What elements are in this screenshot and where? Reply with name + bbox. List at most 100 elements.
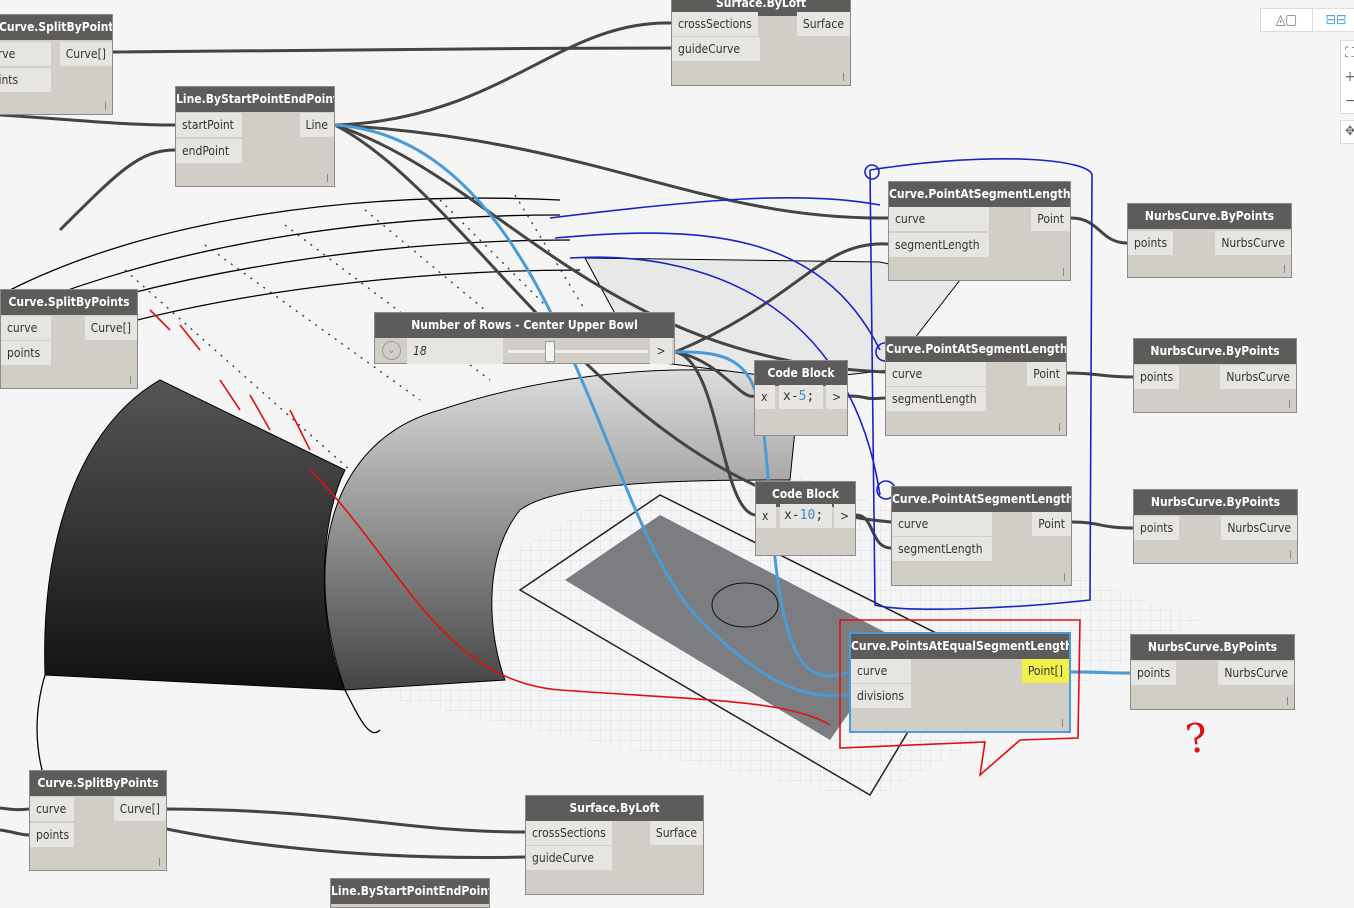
resize-grip[interactable] [1063,268,1064,276]
node-line-by-start-end-top[interactable]: Line.ByStartPointEndPoint startPoint end… [175,86,335,187]
node-nurbs-curve-by-points-4[interactable]: NurbsCurve.ByPoints points NurbsCurve [1130,634,1295,710]
pan-icon[interactable]: ✥ [1340,120,1354,144]
resize-grip[interactable] [159,858,160,866]
output-port[interactable]: Point [1031,207,1070,231]
node-title: Curve.PointAtSegmentLength [886,337,1066,362]
output-port[interactable]: NurbsCurve [1215,231,1291,255]
zoom-out-icon[interactable]: − [1344,93,1354,109]
input-port-curve[interactable]: curve [851,659,911,683]
graph-view-icon[interactable]: ⊟⊟ [1325,12,1347,28]
input-port-guidecurve[interactable]: guideCurve [672,37,760,61]
view-toggle: ◬▢ ⊟⊟ [1260,8,1354,32]
input-port-segmentlength[interactable]: segmentLength [886,387,986,411]
node-title: Curve.SplitByPoints [30,771,166,796]
node-nurbs-curve-by-points-2[interactable]: NurbsCurve.ByPoints points NurbsCurve [1133,338,1297,413]
resize-grip[interactable] [1059,423,1060,431]
output-port[interactable]: > [650,338,672,364]
node-nurbs-curve-by-points-1[interactable]: NurbsCurve.ByPoints points NurbsCurve [1127,203,1292,278]
output-port[interactable]: Curve[] [59,42,112,66]
node-curve-split-by-points-top[interactable]: Curve.SplitByPoints curve points Curve[] [0,14,113,115]
input-port-segmentlength[interactable]: segmentLength [892,537,992,561]
output-port[interactable]: Line [299,113,334,137]
output-port[interactable]: NurbsCurve [1218,661,1294,685]
resize-grip[interactable] [1290,551,1291,559]
input-port-curve[interactable]: curve [886,362,986,386]
geometry-view-icon[interactable]: ◬▢ [1261,9,1313,31]
output-port-highlighted[interactable]: Point[] [1021,659,1069,683]
input-port-segmentlength[interactable]: segmentLength [889,233,989,257]
node-curve-split-by-points-bottom[interactable]: Curve.SplitByPoints curve points Curve[] [29,770,167,871]
zoom-fit-icon[interactable]: ⛶ [1345,45,1354,61]
output-port[interactable]: Curve[] [113,797,166,821]
code-editor[interactable]: x-5; [779,385,823,409]
input-port-curve[interactable]: curve [892,512,992,536]
output-port[interactable]: Curve[] [84,316,137,340]
output-port[interactable]: > [825,385,847,409]
input-port-points[interactable]: points [0,68,51,92]
input-port-startpoint[interactable]: startPoint [176,113,242,137]
node-title: Number of Rows - Center Upper Bowl [375,313,674,338]
input-port-points[interactable]: points [1128,231,1174,255]
slider-thumb[interactable] [545,341,555,362]
node-title: Curve.PointAtSegmentLength [892,487,1071,512]
input-port-crosssections[interactable]: crossSections [526,821,612,845]
slider-value[interactable]: 18 [407,338,503,364]
node-surface-by-loft-top[interactable]: Surface.ByLoft crossSections guideCurve … [671,0,851,86]
input-port-x[interactable]: x [756,504,776,528]
input-port-x[interactable]: x [755,385,775,409]
resize-grip[interactable] [1289,400,1290,408]
input-port-curve[interactable]: curve [0,42,51,66]
resize-grip[interactable] [1062,719,1063,727]
node-title: NurbsCurve.ByPoints [1128,204,1291,229]
upper-bowl-dark [44,379,346,691]
output-port[interactable]: NurbsCurve [1220,365,1296,389]
node-code-block-2[interactable]: Code Block x x-10; > [755,481,856,556]
input-port-divisions[interactable]: divisions [851,684,911,708]
node-code-block-1[interactable]: Code Block x x-5; > [754,360,848,436]
resize-grip[interactable] [1064,573,1065,581]
node-surface-by-loft-bottom[interactable]: Surface.ByLoft crossSections guideCurve … [525,795,704,895]
node-curve-split-by-points-mid[interactable]: Curve.SplitByPoints curve points Curve[] [0,289,138,389]
node-points-at-equal-segment-length[interactable]: Curve.PointsAtEqualSegmentLength curve d… [849,632,1071,733]
resize-grip[interactable] [105,102,106,110]
node-nurbs-curve-by-points-3[interactable]: NurbsCurve.ByPoints points NurbsCurve [1133,489,1298,564]
output-port[interactable]: Surface [796,12,850,36]
input-port-curve[interactable]: curve [889,207,989,231]
resize-grip[interactable] [843,73,844,81]
input-port-endpoint[interactable]: endPoint [176,139,242,163]
resize-grip[interactable] [327,174,328,182]
node-title: NurbsCurve.ByPoints [1134,339,1296,364]
resize-grip[interactable] [130,376,131,384]
node-number-slider[interactable]: Number of Rows - Center Upper Bowl ⌄ 18 … [374,312,675,364]
node-title: Curve.PointsAtEqualSegmentLength [851,634,1069,659]
output-port[interactable]: NurbsCurve [1221,516,1297,540]
node-title: NurbsCurve.ByPoints [1131,635,1294,660]
node-point-at-segment-length-3[interactable]: Curve.PointAtSegmentLength curve segment… [891,486,1072,586]
node-point-at-segment-length-1[interactable]: Curve.PointAtSegmentLength curve segment… [888,181,1071,281]
node-title: Curve.SplitByPoints [0,15,112,40]
node-line-by-start-end-bottom[interactable]: Line.ByStartPointEndPoint [330,878,490,908]
output-port[interactable]: Point [1032,512,1071,536]
input-port-points[interactable]: points [1,341,51,365]
output-port[interactable]: Surface [649,821,703,845]
node-point-at-segment-length-2[interactable]: Curve.PointAtSegmentLength curve segment… [885,336,1067,436]
resize-grip[interactable] [1284,265,1285,273]
input-port-points[interactable]: points [1134,516,1180,540]
zoom-in-icon[interactable]: + [1344,69,1354,85]
input-port-points[interactable]: points [1134,365,1180,389]
output-port[interactable]: > [833,504,855,528]
expand-chevron-icon[interactable]: ⌄ [382,341,401,360]
input-port-points[interactable]: points [30,823,74,847]
slider-track[interactable] [508,350,648,353]
input-port-curve[interactable]: curve [1,316,51,340]
node-title: Code Block [756,482,855,507]
output-port[interactable]: Point [1027,362,1066,386]
input-port-guidecurve[interactable]: guideCurve [526,846,612,870]
input-port-crosssections[interactable]: crossSections [672,12,758,36]
input-port-curve[interactable]: curve [30,797,74,821]
node-title: Curve.PointAtSegmentLength [889,182,1070,207]
code-editor[interactable]: x-10; [780,504,832,528]
resize-grip[interactable] [1287,697,1288,705]
field-plane [565,515,900,740]
input-port-points[interactable]: points [1131,661,1177,685]
